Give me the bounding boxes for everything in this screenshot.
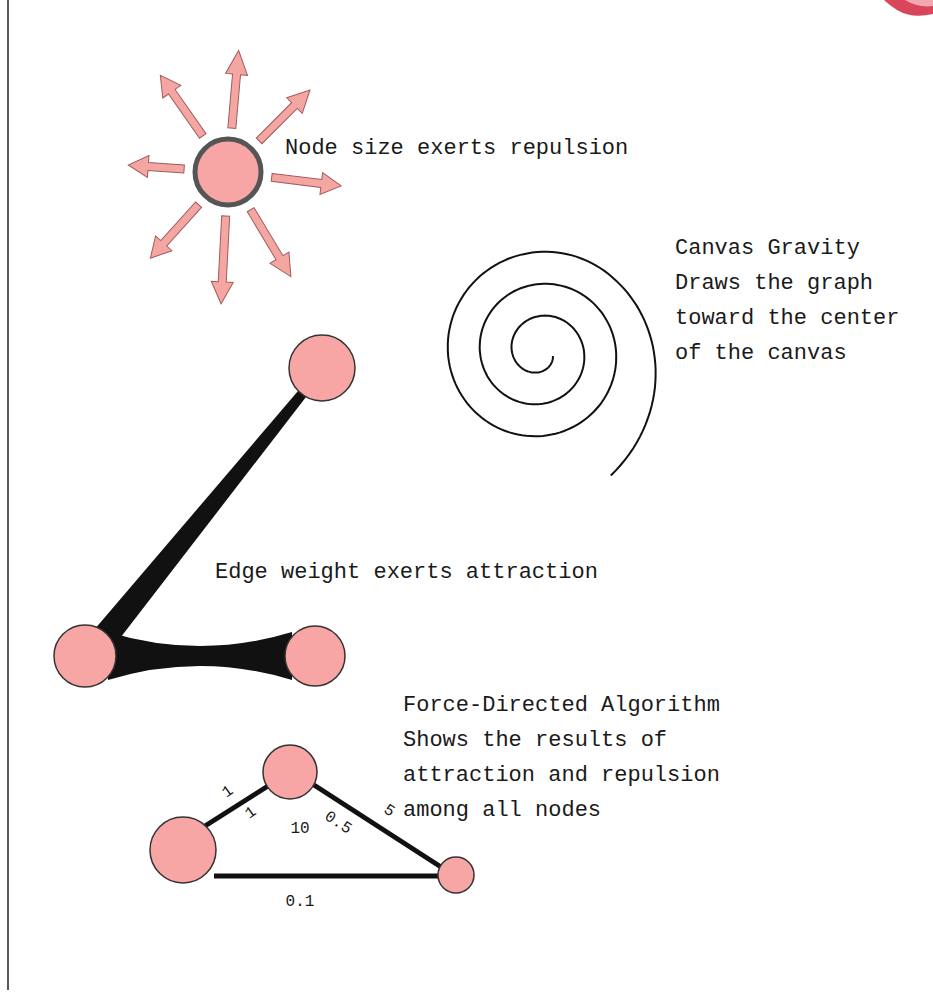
graph-node [263, 745, 317, 799]
edge-weight: 10 [290, 820, 309, 838]
edge-weight: 1 [242, 803, 260, 823]
graph-node [289, 335, 355, 401]
edge-weight: 0.1 [286, 893, 315, 911]
caption-text: Force-Directed Algorithm Shows the resul… [403, 688, 728, 828]
corner-fragment [905, 0, 933, 6]
graph-node [54, 625, 116, 687]
graph-node [285, 626, 345, 686]
weighted-edge [94, 391, 306, 646]
graph-node [150, 817, 216, 883]
repulsion-arrows [127, 50, 342, 305]
edge-weight: 1 [219, 782, 237, 802]
corner-fragment [884, 0, 933, 16]
gravity-spiral [448, 252, 656, 476]
page-rule [7, 0, 9, 990]
edge-weight: 5 [380, 801, 398, 821]
weighted-edge [108, 632, 292, 680]
caption-text: Canvas Gravity Draws the graph toward th… [675, 231, 906, 371]
caption-text: Edge weight exerts attraction [215, 555, 598, 590]
edge-weight: 0.5 [321, 808, 355, 839]
caption-text: Node size exerts repulsion [285, 131, 628, 166]
graph-node [438, 857, 474, 893]
repulsion-node [195, 139, 261, 205]
